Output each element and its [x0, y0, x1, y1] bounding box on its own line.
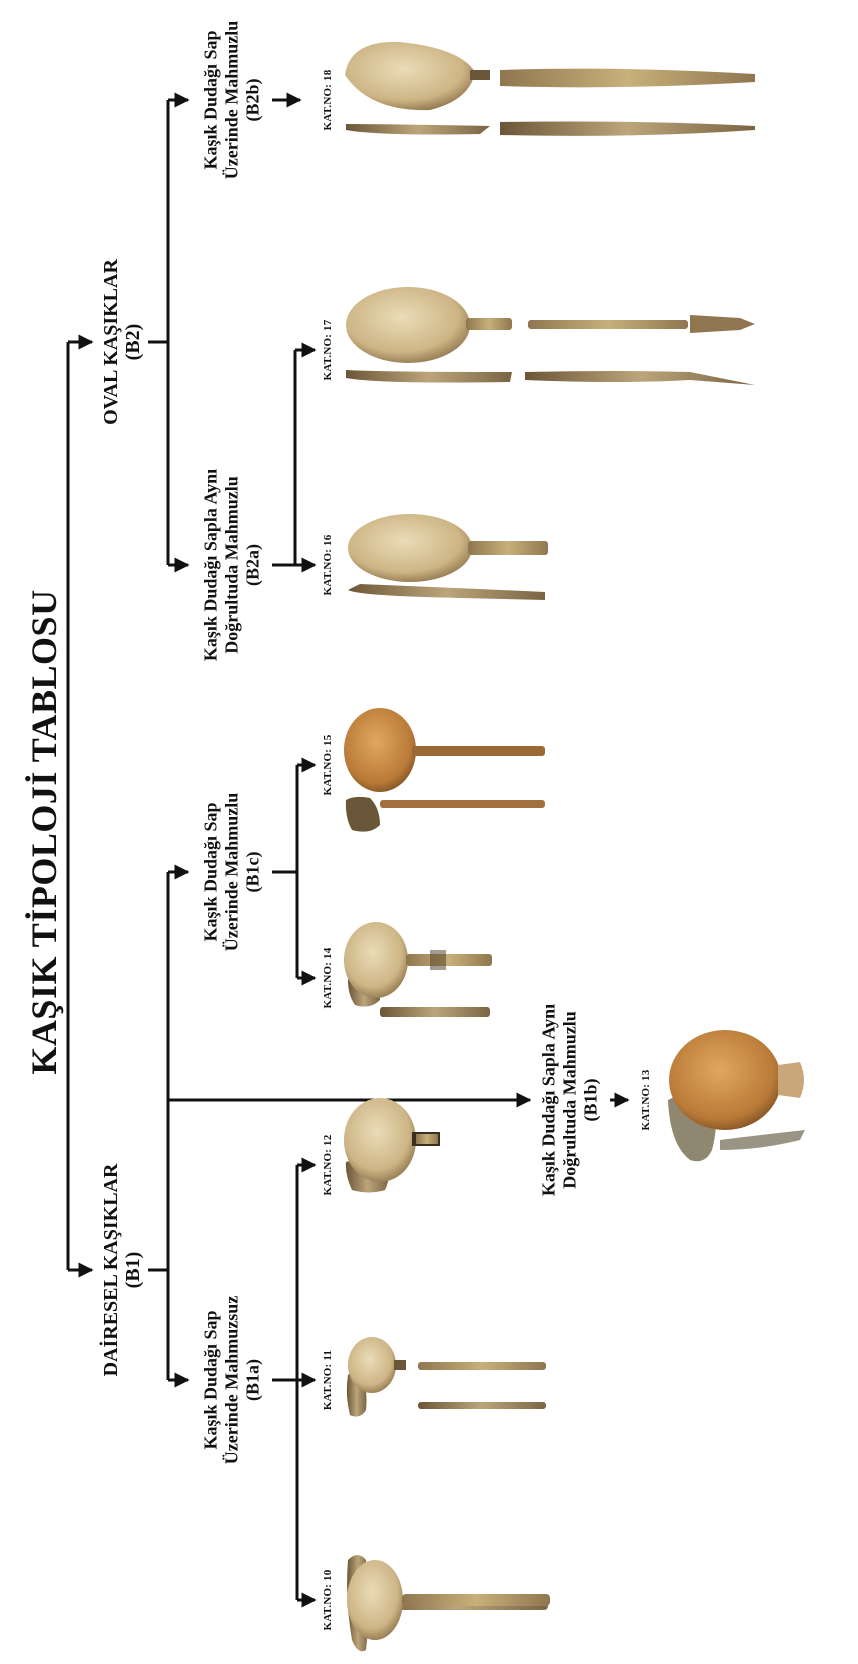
spoon-kat10: [347, 1555, 550, 1651]
category-b1-label: DAİRESEL KAŞIKLAR (B1): [100, 1164, 144, 1377]
category-b2-label: OVAL KAŞIKLAR (B2): [100, 259, 144, 425]
catalog-label-18: KAT.NO: 18: [322, 70, 334, 131]
subtype-b1a-line1: Kaşık Dudağı Sap: [201, 1296, 222, 1464]
spoon-kat12: [344, 1098, 440, 1193]
spoon-kat13: [668, 1030, 805, 1161]
category-b2-code: (B2): [122, 259, 144, 425]
spoon-kat18: [345, 42, 755, 136]
subtype-b2a-label: Kaşık Dudağı Sapla Aynı Doğrultuda Mahmu…: [201, 469, 264, 661]
subtype-b1b-line1: Kaşık Dudağı Sapla Aynı: [539, 1004, 560, 1196]
diagram-title: KAŞIK TİPOLOJİ TABLOSU: [23, 589, 65, 1074]
subtype-b2a-line1: Kaşık Dudağı Sapla Aynı: [201, 469, 222, 661]
catalog-label-10: KAT.NO: 10: [322, 1570, 334, 1631]
subtype-b1c-line2: Üzerinde Mahmuzlu: [222, 793, 243, 951]
subtype-b1a-code: (B1a): [243, 1296, 264, 1464]
subtype-b2b-line2: Üzerinde Mahmuzlu: [222, 21, 243, 179]
catalog-label-15: KAT.NO: 15: [322, 735, 334, 796]
spoon-kat15: [344, 708, 545, 832]
category-b2-name: OVAL KAŞIKLAR: [100, 259, 122, 425]
category-b1-name: DAİRESEL KAŞIKLAR: [100, 1164, 122, 1377]
subtype-b1a-label: Kaşık Dudağı Sap Üzerinde Mahmuzsuz (B1a…: [201, 1296, 264, 1464]
subtype-b1a-line2: Üzerinde Mahmuzsuz: [222, 1296, 243, 1464]
spoon-kat16: [348, 514, 548, 600]
spoon-kat11: [347, 1337, 546, 1417]
subtype-b1b-code: (B1b): [581, 1004, 602, 1196]
subtype-b2b-label: Kaşık Dudağı Sap Üzerinde Mahmuzlu (B2b): [201, 21, 264, 179]
category-b1-code: (B1): [122, 1164, 144, 1377]
subtype-b1b-line2: Doğrultuda Mahmuzlu: [560, 1004, 581, 1196]
subtype-b1c-code: (B1c): [243, 793, 264, 951]
catalog-label-14: KAT.NO: 14: [322, 948, 334, 1009]
spoon-kat17: [346, 287, 755, 385]
subtype-b2a-code: (B2a): [243, 469, 264, 661]
catalog-label-17: KAT.NO: 17: [322, 320, 334, 381]
subtype-b2a-line2: Doğrultuda Mahmuzlu: [222, 469, 243, 661]
catalog-label-11: KAT.NO: 11: [322, 1350, 334, 1410]
subtype-b1c-label: Kaşık Dudağı Sap Üzerinde Mahmuzlu (B1c): [201, 793, 264, 951]
subtype-b1c-line1: Kaşık Dudağı Sap: [201, 793, 222, 951]
subtype-b2b-line1: Kaşık Dudağı Sap: [201, 21, 222, 179]
catalog-label-13: KAT.NO: 13: [640, 1070, 652, 1131]
subtype-b2b-code: (B2b): [243, 21, 264, 179]
spoon-kat14: [344, 922, 492, 1017]
catalog-label-12: KAT.NO: 12: [322, 1135, 334, 1196]
subtype-b1b-label: Kaşık Dudağı Sapla Aynı Doğrultuda Mahmu…: [539, 1004, 602, 1196]
catalog-label-16: KAT.NO: 16: [322, 535, 334, 596]
